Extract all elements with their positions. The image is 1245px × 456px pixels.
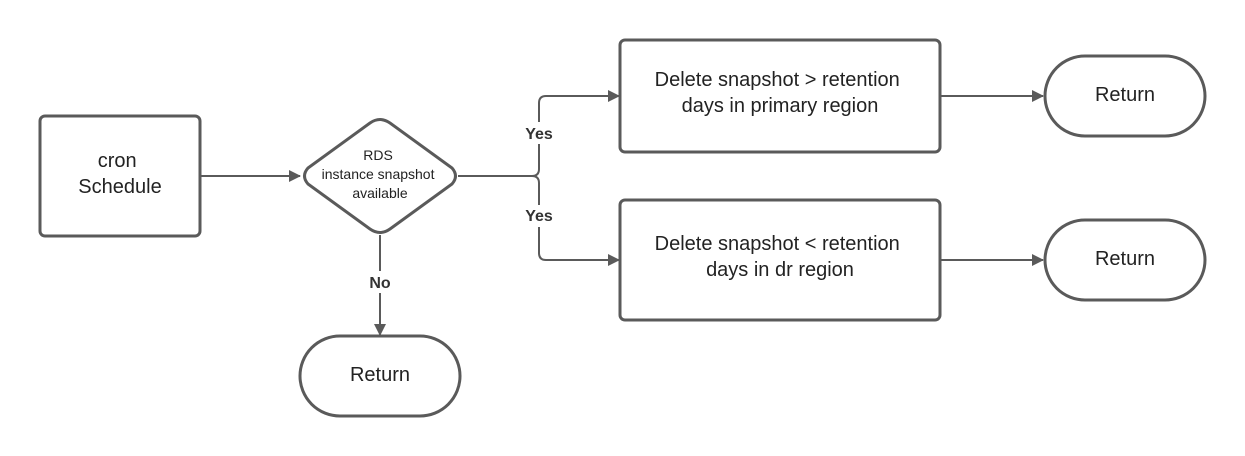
cron-schedule-line-2: Schedule xyxy=(78,176,161,198)
decision-line-3: available xyxy=(352,185,407,201)
yes-primary-label-bg xyxy=(520,122,558,144)
delete-dr-label: Delete snapshot < retention days in dr r… xyxy=(655,233,906,281)
return-primary-node: Return xyxy=(1043,54,1207,138)
decision-label: RDS instance snapshot available xyxy=(322,147,439,201)
return-dr-label: Return xyxy=(1095,248,1155,270)
delete-dr-line-1: Delete snapshot < retention xyxy=(655,233,900,255)
no-label-bg xyxy=(364,271,396,293)
edge-labels: Yes Yes No xyxy=(364,122,558,293)
return-primary-label: Return xyxy=(1095,84,1155,106)
delete-primary-node: Delete snapshot > retention days in prim… xyxy=(618,38,942,154)
yes-dr-label: Yes xyxy=(525,208,553,225)
delete-dr-node: Delete snapshot < retention days in dr r… xyxy=(618,198,942,322)
no-label: No xyxy=(369,275,391,292)
delete-dr-line-2: days in dr region xyxy=(706,259,854,281)
cron-schedule-node: cron Schedule xyxy=(38,114,202,238)
return-bottom-label: Return xyxy=(350,364,410,386)
delete-primary-line-2: days in primary region xyxy=(682,95,879,117)
yes-dr-label-bg xyxy=(520,205,558,227)
edge-branch-to-dr xyxy=(531,175,620,266)
decision-node: RDS instance snapshot available xyxy=(303,118,457,234)
return-bottom-node: Return xyxy=(298,334,462,418)
return-dr-node: Return xyxy=(1043,218,1207,302)
cron-schedule-label: cron Schedule xyxy=(78,150,161,198)
delete-primary-label: Delete snapshot > retention days in prim… xyxy=(655,69,906,117)
delete-primary-line-1: Delete snapshot > retention xyxy=(655,69,900,91)
yes-primary-label: Yes xyxy=(525,126,553,143)
decision-line-1: RDS xyxy=(363,147,393,163)
cron-schedule-line-1: cron xyxy=(98,150,137,172)
decision-line-2: instance snapshot xyxy=(322,166,435,182)
